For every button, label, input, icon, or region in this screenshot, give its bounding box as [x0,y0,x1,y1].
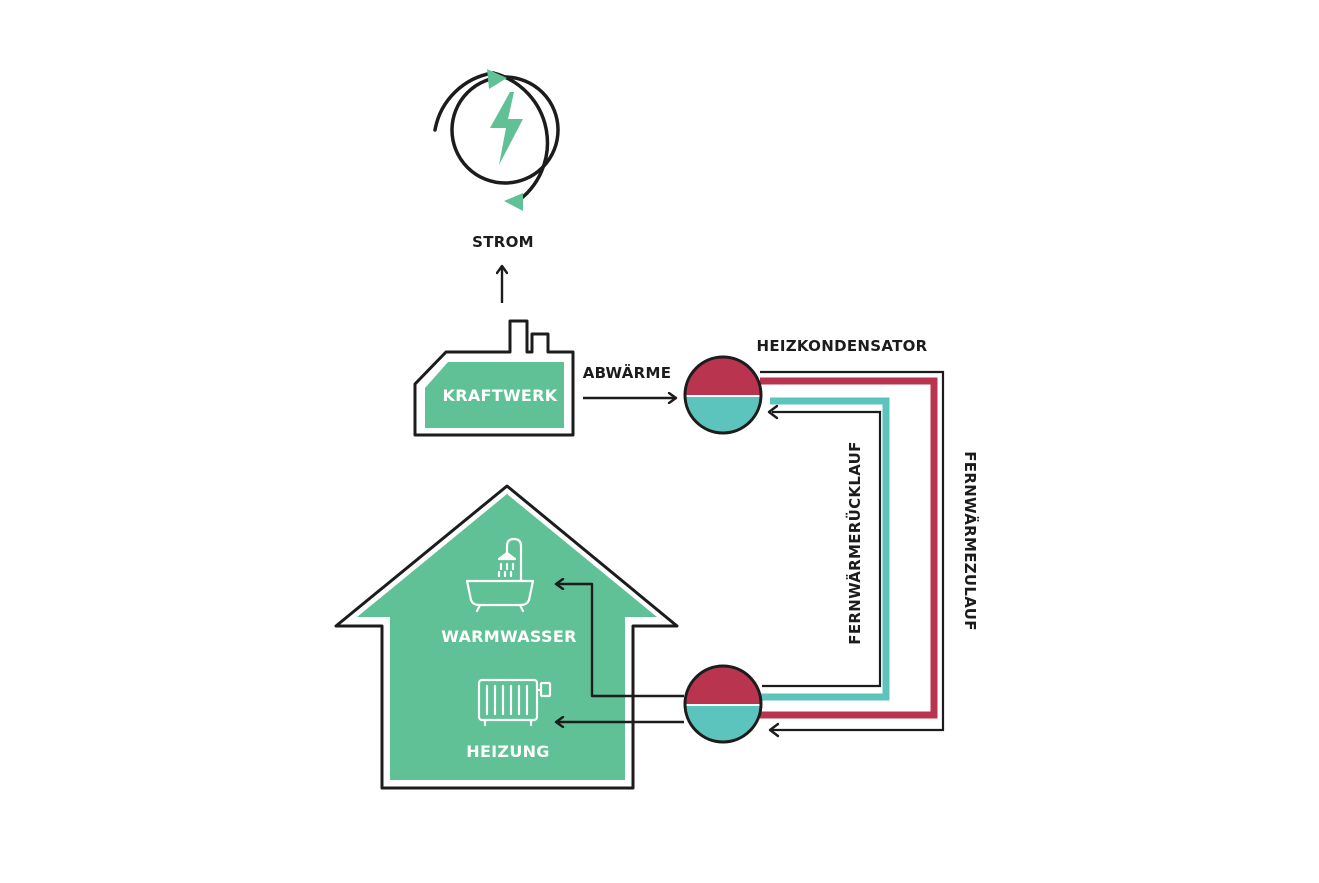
warmwasser-label: WARMWASSER [441,627,576,646]
warmwasser-feed-arrow [556,584,684,698]
abwaerme-label: ABWÄRME [583,363,672,382]
lightning-icon [490,92,523,165]
zulauf-arrow-icon [768,722,780,738]
zulauf-outer-line [760,370,945,732]
heizkondensator-label: HEIZKONDENSATOR [756,337,927,355]
bathtub-shower-icon [465,537,535,613]
zulauf-red-pipe [760,377,938,719]
fernwaermeruecklauf-label: FERNWÄRMERÜCKLAUF [845,441,864,644]
ruecklauf-inner-line [762,410,882,688]
fernwaermezulauf-label: FERNWÄRMEZULAUF [961,451,980,631]
cycle-arrow-top-icon [487,69,507,89]
cycle-arrow-bottom-icon [504,193,523,211]
radiator-icon [477,678,552,727]
heizung-label: HEIZUNG [466,742,550,761]
ruecklauf-teal-pipe [760,397,890,701]
house-exchanger-icon [683,664,763,744]
house-icon [334,484,679,790]
power-cycle-icon [433,69,560,211]
heizkondensator-icon [683,355,763,435]
strom-label: STROM [472,233,534,251]
kraftwerk-factory-icon [413,319,575,437]
ruecklauf-arrow-icon [767,404,779,420]
kraftwerk-label: KRAFTWERK [443,386,558,405]
